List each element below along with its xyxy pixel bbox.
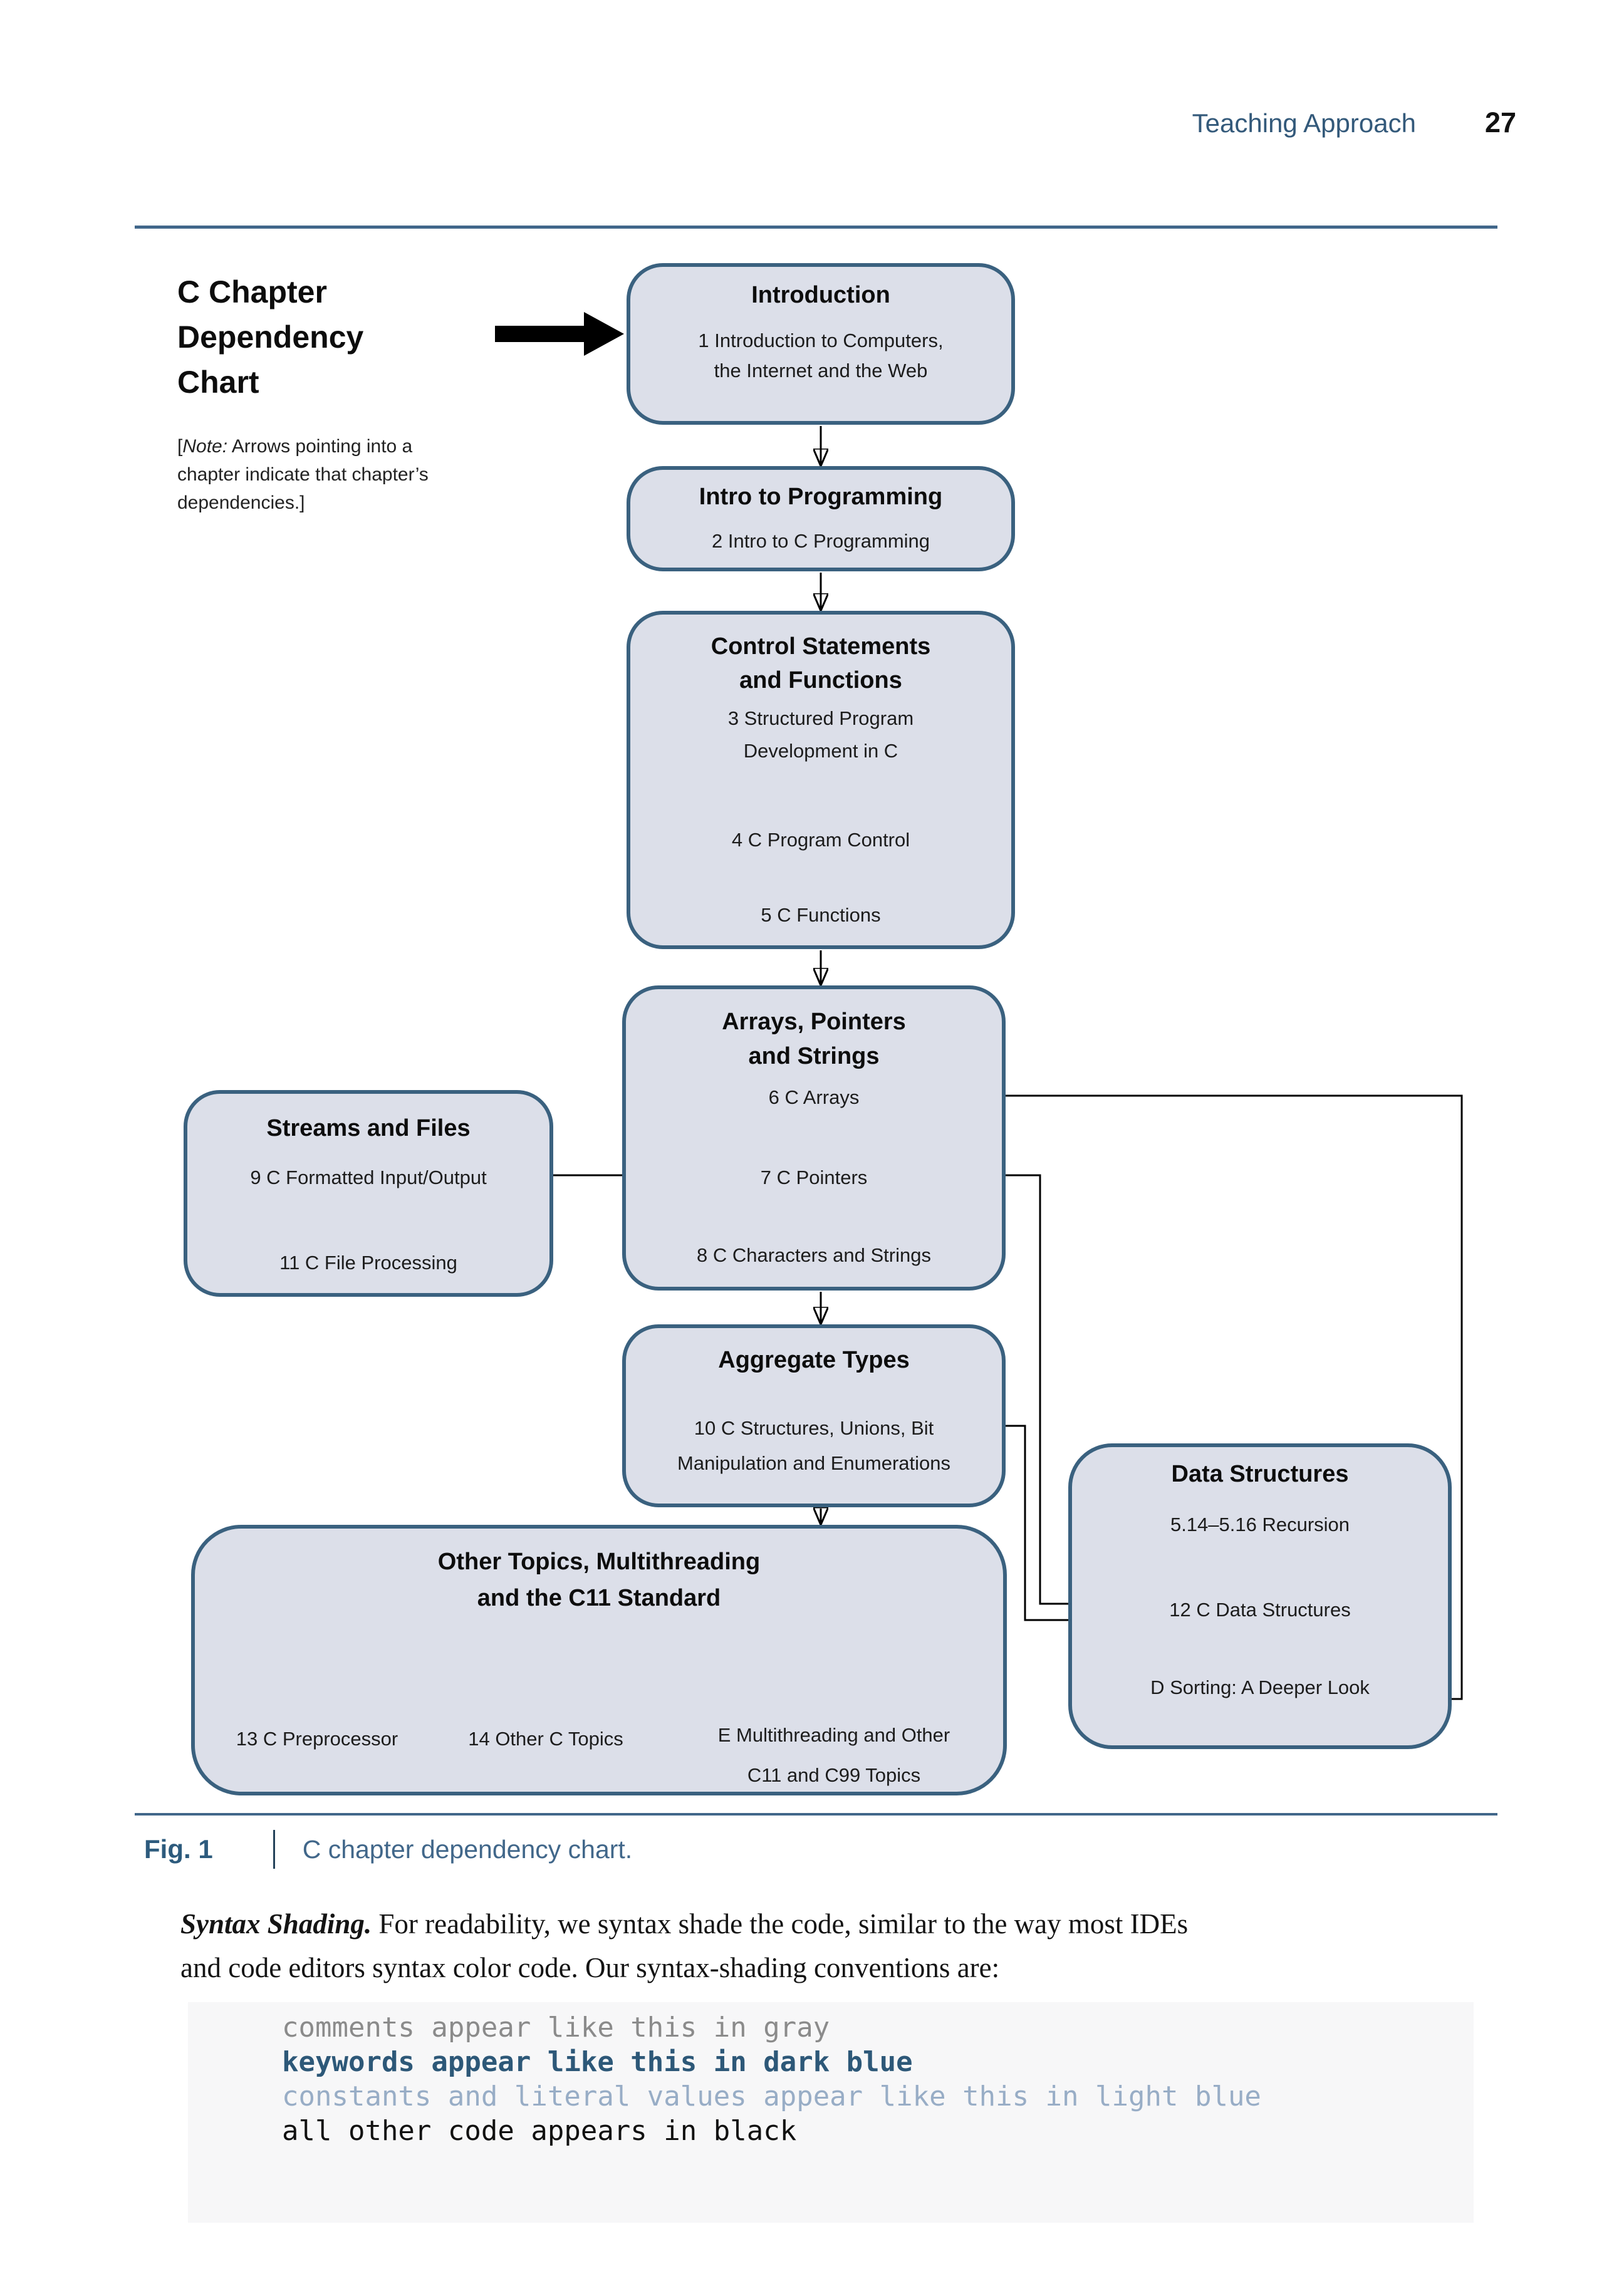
chapter-item: 3 Structured Program <box>727 707 914 729</box>
box-title: Arrays, Pointers <box>722 1009 906 1035</box>
caption-rule <box>135 1813 1497 1816</box>
box-other-topics: Other Topics, Multithreading and the C11… <box>191 1525 1007 1795</box>
box-title: Data Structures <box>1171 1461 1349 1487</box>
entry-arrow <box>495 312 624 356</box>
chapter-item: Manipulation and Enumerations <box>677 1452 950 1474</box>
code-line-plain: all other code appears in black <box>282 2115 797 2147</box>
chapter-item: D Sorting: A Deeper Look <box>1150 1676 1370 1698</box>
chapter-item: 1 Introduction to Computers, <box>698 330 944 351</box>
chapter-item: 13 C Preprocessor <box>236 1728 398 1750</box>
box-control-statements: Control Statements and Functions 3 Struc… <box>627 611 1015 949</box>
box-title: Other Topics, Multithreading <box>437 1549 761 1575</box>
box-arrays-pointers-strings: Arrays, Pointers and Strings 6 C Arrays … <box>622 985 1006 1291</box>
box-introduction: Introduction 1 Introduction to Computers… <box>627 263 1015 425</box>
box-streams-and-files: Streams and Files 9 C Formatted Input/Ou… <box>184 1090 553 1297</box>
chapter-item: the Internet and the Web <box>714 360 928 382</box>
box-title: Introduction <box>751 282 890 308</box>
chart-note-line: [Note: Arrows pointing into a <box>177 436 413 457</box>
caption-text: C chapter dependency chart. <box>302 1834 633 1864</box>
paragraph-line: Syntax Shading. For readability, we synt… <box>180 1908 1189 1940</box>
code-line-keyword: keywords appear like this in dark blue <box>282 2046 913 2078</box>
chart-title-line: C Chapter <box>177 274 327 309</box>
chapter-item: 8 C Characters and Strings <box>697 1244 931 1266</box>
body-paragraph: Syntax Shading. For readability, we synt… <box>180 1902 1471 1990</box>
chart-title: C Chapter Dependency Chart <box>177 269 363 405</box>
code-line-comment: comments appear like this in gray <box>282 2012 830 2044</box>
box-title: Streams and Files <box>266 1115 471 1141</box>
chapter-item: 11 C File Processing <box>279 1252 457 1274</box>
running-header: Teaching Approach 27 <box>1192 106 1516 139</box>
box-title: Intro to Programming <box>699 484 943 510</box>
section-title: Teaching Approach <box>1192 108 1416 138</box>
header-rule <box>135 226 1497 229</box>
syntax-shading-sample: comments appear like this in gray keywor… <box>188 2002 1474 2223</box>
chapter-item: 9 C Formatted Input/Output <box>250 1166 487 1188</box>
page-number: 27 <box>1484 106 1516 138</box>
chapter-item: 12 C Data Structures <box>1169 1599 1351 1621</box>
chapter-item: Development in C <box>743 740 898 762</box>
paragraph-line: and code editors syntax color code. Our … <box>180 1952 1000 1983</box>
caption-divider <box>273 1830 275 1869</box>
chapter-item: 7 C Pointers <box>760 1166 868 1188</box>
chapter-item: 14 Other C Topics <box>468 1728 623 1750</box>
box-aggregate-types: Aggregate Types 10 C Structures, Unions,… <box>622 1324 1006 1507</box>
chapter-item: 6 C Arrays <box>768 1086 860 1108</box>
box-title: Control Statements <box>710 633 931 660</box>
chart-note-line: dependencies.] <box>177 492 305 513</box>
chart-note: [Note: Arrows pointing into a chapter in… <box>177 432 429 517</box>
figure-label: Fig. 1 <box>144 1834 213 1864</box>
box-title: Aggregate Types <box>718 1347 910 1373</box>
chapter-item: 2 Intro to C Programming <box>711 530 930 552</box>
figure-caption: Fig. 1 C chapter dependency chart. <box>144 1829 632 1869</box>
box-data-structures: Data Structures 5.14–5.16 Recursion 12 C… <box>1068 1443 1452 1749</box>
chapter-item: 4 C Program Control <box>731 829 910 851</box>
chart-note-line: chapter indicate that chapter’s <box>177 464 429 485</box>
chapter-item: 5.14–5.16 Recursion <box>1170 1514 1350 1535</box>
chapter-item: C11 and C99 Topics <box>747 1764 921 1786</box>
chapter-item: 5 C Functions <box>761 904 881 926</box>
chapter-item: 10 C Structures, Unions, Bit <box>694 1417 934 1439</box>
chart-title-line: Dependency <box>177 319 364 355</box>
chart-title-line: Chart <box>177 365 259 400</box>
code-line-constant: constants and literal values appear like… <box>282 2080 1261 2112</box>
box-title: and the C11 Standard <box>477 1585 721 1611</box>
paragraph-lead: Syntax Shading. <box>180 1908 372 1940</box>
box-title: and Strings <box>748 1043 880 1069</box>
chapter-item: E Multithreading and Other <box>717 1724 950 1746</box>
box-intro-to-programming: Intro to Programming 2 Intro to C Progra… <box>627 466 1015 571</box>
box-title: and Functions <box>739 667 902 693</box>
